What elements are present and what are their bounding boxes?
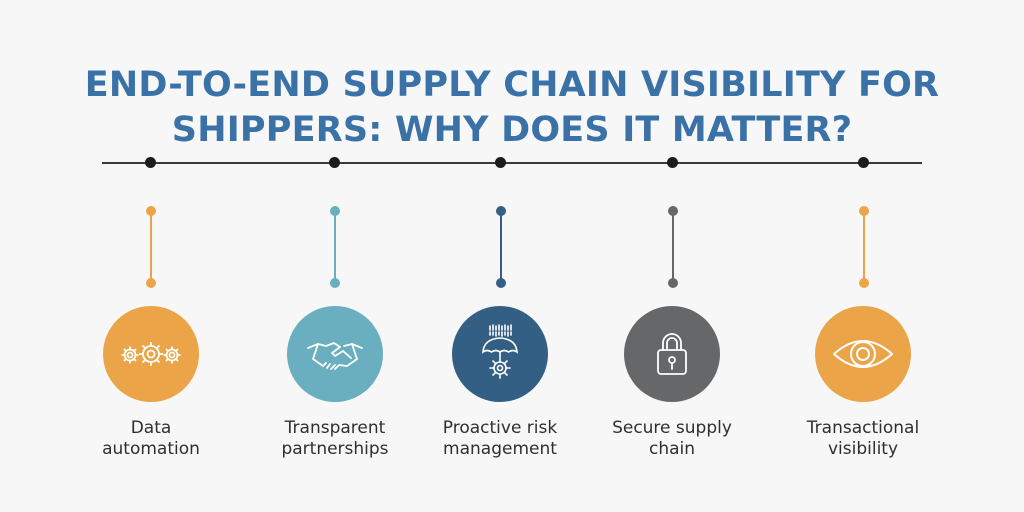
eye-icon [833,340,893,368]
item-label-transactional-visibility: Transactional visibility [806,418,920,459]
connector-stem [672,211,674,283]
connector-stem [863,211,865,283]
timeline-dot [329,157,340,168]
connector-bottom-dot [330,278,340,288]
page-title: END-TO-END SUPPLY CHAIN VISIBILITY FOR S… [0,63,1024,153]
connector-transactional-visibility [858,206,870,288]
connector-stem [334,211,336,283]
gears-icon [121,342,181,366]
connector-stem [500,211,502,283]
umbrella-gear-icon [482,324,518,379]
item-label-transparent-partnerships: Transparent partnerships [281,418,389,459]
item-circle-proactive-risk-management [452,306,548,402]
connector-bottom-dot [146,278,156,288]
connector-bottom-dot [496,278,506,288]
connector-bottom-dot [668,278,678,288]
item-circle-transparent-partnerships [287,306,383,402]
timeline-dot [667,157,678,168]
item-label-data-automation: Data automation [102,418,200,459]
connector-data-automation [145,206,157,288]
item-label-proactive-risk-management: Proactive risk management [442,418,558,459]
title-line-1: END-TO-END SUPPLY CHAIN VISIBILITY FOR [84,65,940,106]
item-circle-transactional-visibility [815,306,911,402]
item-circle-secure-supply-chain [624,306,720,402]
timeline-dot [145,157,156,168]
timeline-line [102,162,922,164]
timeline-dot [858,157,869,168]
padlock-icon [657,333,687,375]
item-circle-data-automation [103,306,199,402]
connector-stem [150,211,152,283]
timeline-dot [495,157,506,168]
title-line-2: SHIPPERS: WHY DOES IT MATTER? [171,110,853,151]
connector-transparent-partnerships [329,206,341,288]
handshake-icon [307,342,363,370]
connector-proactive-risk-management [495,206,507,288]
connector-bottom-dot [859,278,869,288]
item-label-secure-supply-chain: Secure supply chain [612,418,732,459]
connector-secure-supply-chain [667,206,679,288]
